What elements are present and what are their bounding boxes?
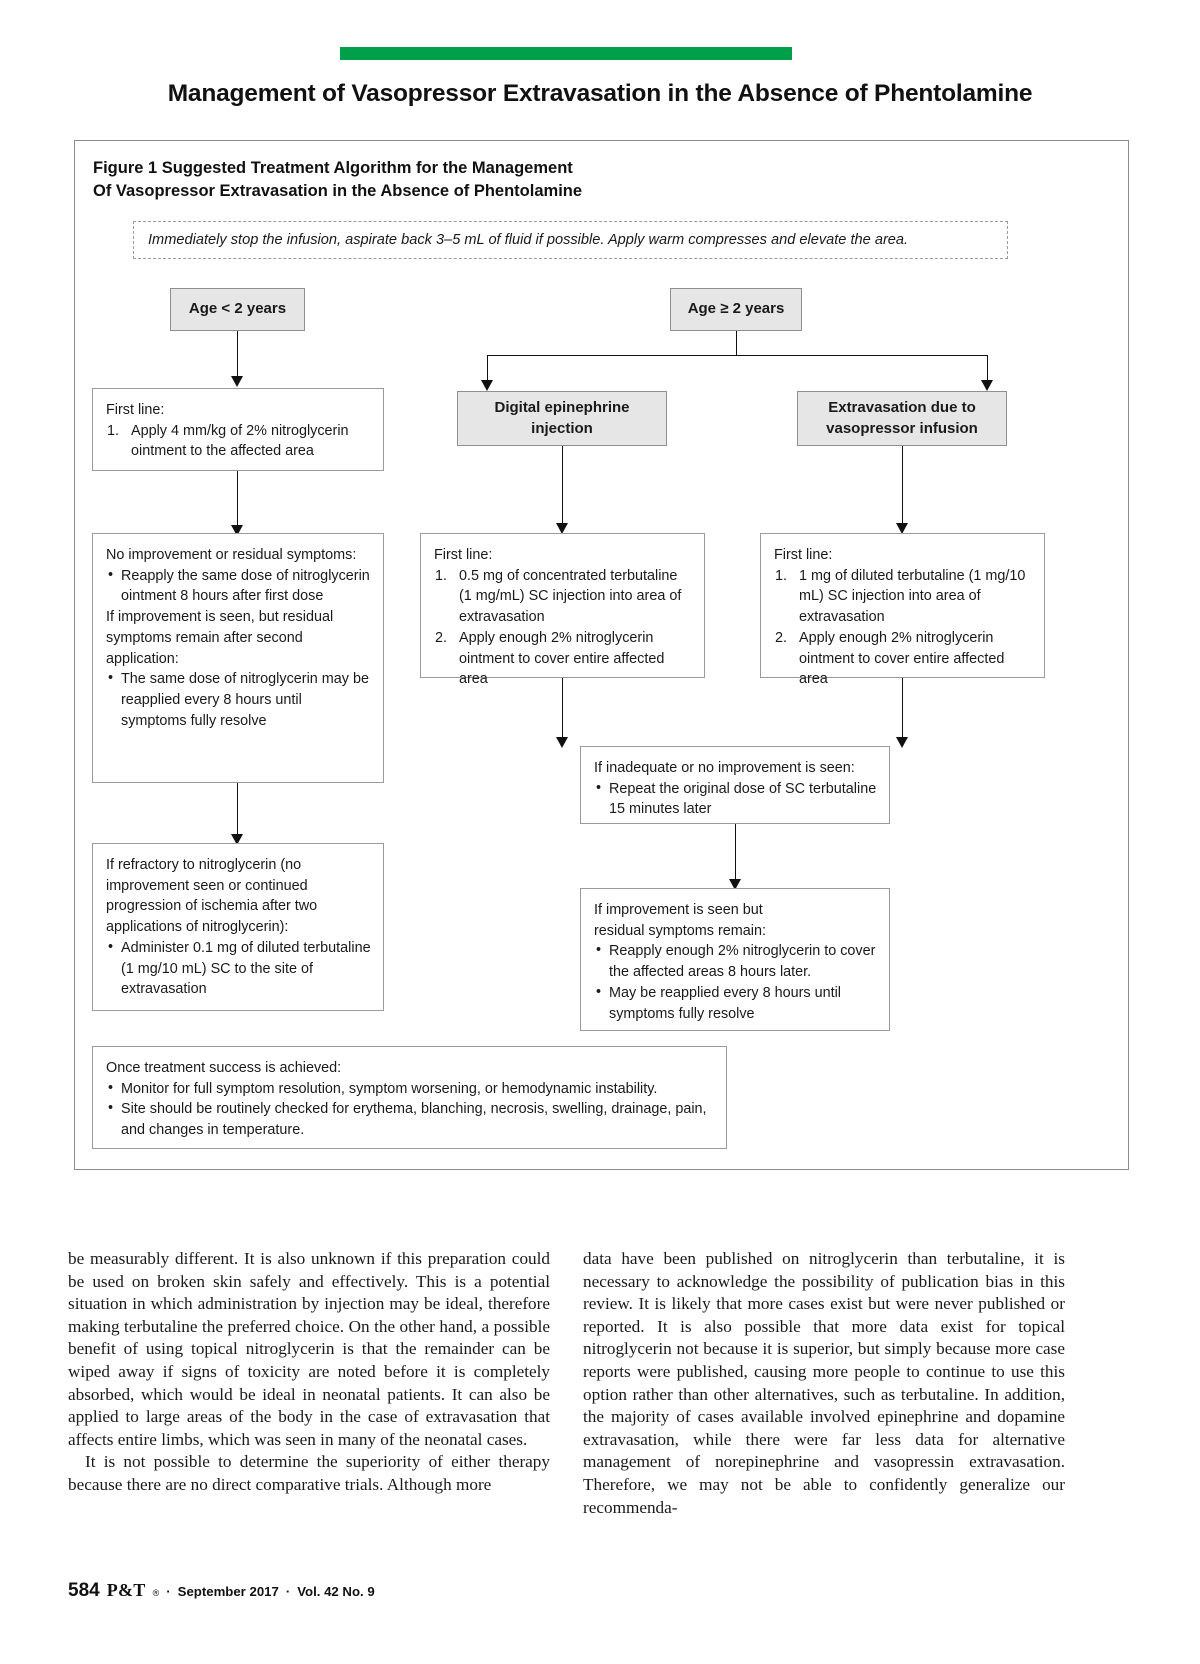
box-left-refractory-bullets: Administer 0.1 mg of diluted terbutaline…: [106, 937, 371, 1000]
list-item: Repeat the original dose of SC terbutali…: [594, 778, 877, 820]
connector-inadequate-to-residual: [735, 824, 736, 882]
arrowhead-extrav-vaso: [981, 380, 993, 391]
footer-volume: Vol. 42 No. 9: [297, 1584, 375, 1599]
body-column-left: be measurably different. It is also unkn…: [68, 1248, 550, 1497]
list-item: Apply enough 2% nitroglycerin ointment t…: [435, 628, 665, 688]
box-right-first-line: First line: 1 mg of diluted terbutaline …: [760, 533, 1045, 687]
box-inadequate-improvement-bullets: Repeat the original dose of SC terbutali…: [594, 778, 877, 820]
box-improvement-residual-lead-1: If improvement is seen but: [594, 902, 763, 918]
node-age-over-2: Age ≥ 2 years: [670, 288, 802, 331]
list-item: Apply 4 mm/kg of 2% nitroglycerin ointme…: [107, 421, 349, 460]
box-treatment-success-bullets: Monitor for full symptom resolution, sym…: [106, 1078, 714, 1141]
figure-caption: Figure 1 Suggested Treatment Algorithm f…: [93, 157, 813, 204]
arrowhead-residual: [729, 879, 741, 890]
body-column-right: data have been published on nitroglyceri…: [583, 1248, 1065, 1519]
box-inadequate-improvement: If inadequate or no improvement is seen:…: [580, 746, 890, 824]
arrowhead-left-3: [231, 834, 243, 845]
arrowhead-digital-epi: [481, 380, 493, 391]
list-item: Reapply the same dose of nitroglycerin o…: [106, 565, 371, 607]
box-middle-first-line: First line: 0.5 mg of concentrated terbu…: [420, 533, 705, 687]
list-item: Administer 0.1 mg of diluted terbutaline…: [106, 937, 371, 1000]
box-middle-first-line-lead: First line:: [434, 547, 493, 563]
box-left-no-improvement-lead: No improvement or residual symptoms:: [106, 547, 357, 563]
footer-separator-2: ·: [285, 1584, 291, 1599]
connector-to-extrav-vaso: [987, 355, 988, 382]
box-improvement-residual: If improvement is seen but residual symp…: [580, 888, 890, 1031]
arrowhead-middle-1: [556, 523, 568, 534]
node-age-under-2-label: Age < 2 years: [188, 300, 287, 318]
list-item: Site should be routinely checked for ery…: [106, 1098, 714, 1140]
box-left-refractory: If refractory to nitroglycerin (no impro…: [92, 843, 384, 1011]
figure-caption-line-2: Of Vasopressor Extravasation in the Abse…: [93, 182, 583, 201]
footer-separator-1: ·: [166, 1584, 171, 1599]
list-item: May be reapplied every 8 hours until sym…: [594, 982, 877, 1024]
node-digital-epinephrine-line-2: injection: [531, 419, 593, 437]
box-right-first-line-list: 1 mg of diluted terbutaline (1 mg/10 mL)…: [774, 566, 1032, 690]
connector-age-over-2-stem: [736, 331, 737, 355]
paragraph: be measurably different. It is also unkn…: [68, 1249, 550, 1449]
box-middle-first-line-list: 0.5 mg of concentrated terbutaline (1 mg…: [434, 566, 692, 690]
connector-right-to-inadequate: [902, 678, 903, 740]
box-left-no-improvement-bullets-a: Reapply the same dose of nitroglycerin o…: [106, 565, 371, 607]
box-left-no-improvement-bullets-b: The same dose of nitroglycerin may be re…: [106, 668, 371, 731]
connector-to-digital-epi: [487, 355, 488, 382]
footer-brand: P&T: [106, 1580, 146, 1600]
connector-left-noimprovement-to-refractory: [237, 783, 238, 838]
box-inadequate-improvement-lead: If inadequate or no improvement is seen:: [594, 760, 855, 776]
node-digital-epinephrine: Digital epinephrine injection: [457, 391, 667, 446]
arrowhead-inadequate-right: [896, 737, 908, 748]
box-left-first-line-lead: First line:: [106, 402, 165, 418]
box-left-first-line: First line: Apply 4 mm/kg of 2% nitrogly…: [92, 388, 384, 471]
footer-issue-date: September 2017: [177, 1584, 279, 1599]
list-item: 0.5 mg of concentrated terbutaline (1 mg…: [435, 566, 682, 626]
box-left-refractory-lead: If refractory to nitroglycerin (no impro…: [106, 857, 318, 936]
arrowhead-left-2: [231, 525, 243, 536]
page-title: Management of Vasopressor Extravasation …: [167, 80, 1033, 107]
box-left-first-line-list: Apply 4 mm/kg of 2% nitroglycerin ointme…: [106, 421, 371, 462]
figure-container: Figure 1 Suggested Treatment Algorithm f…: [74, 140, 1129, 1170]
list-item: Reapply enough 2% nitroglycerin to cover…: [594, 940, 877, 982]
page-footer: 584 P&T ® · September 2017 · Vol. 42 No.…: [68, 1580, 375, 1602]
list-item: The same dose of nitroglycerin may be re…: [106, 668, 371, 731]
box-left-no-improvement: No improvement or residual symptoms: Rea…: [92, 533, 384, 783]
connector-middle-to-inadequate: [562, 678, 563, 740]
box-right-first-line-lead: First line:: [774, 547, 833, 563]
node-digital-epinephrine-line-1: Digital epinephrine: [494, 399, 630, 417]
intro-instruction-box: Immediately stop the infusion, aspirate …: [133, 221, 1008, 259]
connector-digital-epi-to-first-line: [562, 446, 563, 526]
footer-page-number: 584: [68, 1580, 100, 1601]
box-treatment-success-lead: Once treatment success is achieved:: [106, 1060, 342, 1076]
arrowhead-left-1: [231, 376, 243, 387]
paragraph: data have been published on nitroglyceri…: [583, 1249, 1065, 1517]
connector-extrav-vaso-to-first-line: [902, 446, 903, 526]
box-improvement-residual-bullets: Reapply enough 2% nitroglycerin to cover…: [594, 940, 877, 1024]
node-extravasation-vasopressor-line-1: Extravasation due to: [828, 399, 976, 417]
node-extravasation-vasopressor: Extravasation due to vasopressor infusio…: [797, 391, 1007, 446]
figure-caption-line-1: Figure 1 Suggested Treatment Algorithm f…: [93, 159, 573, 177]
arrowhead-right-1: [896, 523, 908, 534]
connector-left-first-to-noimprovement: [237, 471, 238, 528]
intro-instruction-text: Immediately stop the infusion, aspirate …: [148, 231, 909, 248]
connector-age-over-2-bar: [487, 355, 987, 356]
node-age-under-2: Age < 2 years: [170, 288, 305, 331]
node-age-over-2-label: Age ≥ 2 years: [687, 300, 785, 318]
box-left-no-improvement-mid: If improvement is seen, but residual sym…: [106, 609, 334, 667]
box-improvement-residual-lead-2: residual symptoms remain:: [594, 922, 766, 939]
green-header-rule: [340, 47, 792, 60]
paragraph: It is not possible to determine the supe…: [68, 1452, 550, 1495]
box-treatment-success: Once treatment success is achieved: Moni…: [92, 1046, 727, 1149]
registered-mark-icon: ®: [152, 1588, 160, 1598]
arrowhead-inadequate-left: [556, 737, 568, 748]
connector-age-under-2-to-first-line: [237, 331, 238, 379]
list-item: Monitor for full symptom resolution, sym…: [106, 1078, 714, 1100]
list-item: Apply enough 2% nitroglycerin ointment t…: [775, 628, 1005, 688]
node-extravasation-vasopressor-line-2: vasopressor infusion: [826, 419, 978, 437]
list-item: 1 mg of diluted terbutaline (1 mg/10 mL)…: [775, 566, 1026, 626]
